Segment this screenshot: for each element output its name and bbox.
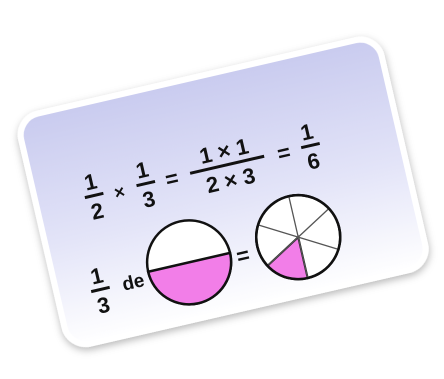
fraction-one-third: 1 3: [133, 156, 158, 213]
fraction-one-third-visual: 1 3: [88, 262, 113, 319]
equals-sign: =: [163, 165, 181, 192]
fraction-one-half: 1 2: [82, 168, 106, 225]
sector-divider: [288, 196, 299, 238]
sector-divider: [267, 236, 299, 267]
half-circle-diagram: [145, 219, 233, 306]
fraction-denominator: 6: [305, 148, 323, 175]
circle-outline-top: [254, 193, 342, 281]
sector-divider: [297, 236, 309, 279]
de-label: de: [120, 270, 146, 295]
sector-divider: [297, 208, 330, 238]
sixths-circle-diagram: [254, 193, 342, 281]
fraction-numerator: 1: [133, 156, 151, 183]
times-sign: ×: [112, 181, 127, 203]
fraction-bar: [300, 141, 321, 150]
sector-divider: [298, 236, 339, 251]
fraction-numerator: 1: [88, 262, 106, 289]
fraction-denominator: 3: [95, 292, 113, 319]
fraction-card: 1 2 × 1 3 = 1 × 1 2 × 3 = 1 6: [17, 36, 429, 348]
fraction-bar: [84, 191, 104, 200]
equals-sign: =: [234, 242, 252, 269]
fraction-one-sixth: 1 6: [298, 118, 323, 175]
fraction-numerator: 1: [298, 118, 316, 145]
fraction-denominator: 2: [88, 198, 106, 225]
equals-sign: =: [275, 139, 293, 166]
fraction-bar: [136, 179, 156, 188]
fraction-denominator: 3: [140, 186, 158, 213]
fraction-bar: [90, 285, 111, 294]
sector-divider: [257, 224, 299, 238]
visual-equation: 1 3 de =: [88, 193, 342, 319]
fraction-numerator: 1: [82, 168, 100, 195]
fraction-bar: [189, 154, 265, 175]
filled-half-region: [146, 251, 233, 306]
